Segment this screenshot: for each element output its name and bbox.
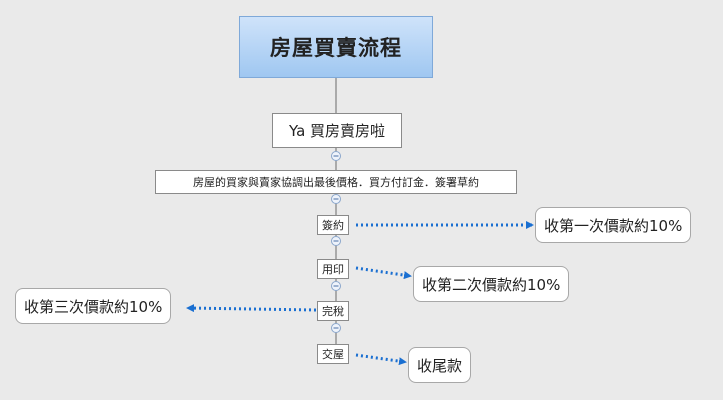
collapse-toggle[interactable] (331, 236, 341, 246)
arrow-step2-note (355, 266, 412, 280)
collapse-toggle[interactable] (331, 151, 341, 161)
callout-final-payment[interactable]: 收尾款 (408, 347, 472, 383)
description-topic[interactable]: 房屋的買家與賣家協調出最後價格．買方付訂金．簽署草約 (155, 170, 517, 194)
collapse-toggle[interactable] (331, 281, 341, 291)
callout-third-payment[interactable]: 收第三次價款約10% (15, 288, 172, 324)
collapse-toggle[interactable] (331, 194, 341, 204)
step-sign-contract[interactable]: 簽約 (317, 215, 349, 235)
root-topic[interactable]: 房屋買賣流程 (239, 16, 433, 78)
step-tax[interactable]: 完稅 (317, 301, 349, 321)
step-seal[interactable]: 用印 (317, 259, 349, 279)
arrow-step4-note (355, 353, 407, 366)
collapse-toggle[interactable] (331, 323, 341, 333)
step-handover[interactable]: 交屋 (317, 344, 349, 364)
callout-first-payment[interactable]: 收第一次價款約10% (535, 207, 692, 243)
main-topic[interactable]: Ya 買房賣房啦 (272, 113, 402, 148)
callout-second-payment[interactable]: 收第二次價款約10% (413, 266, 570, 302)
arrow-step3-note (186, 304, 317, 313)
